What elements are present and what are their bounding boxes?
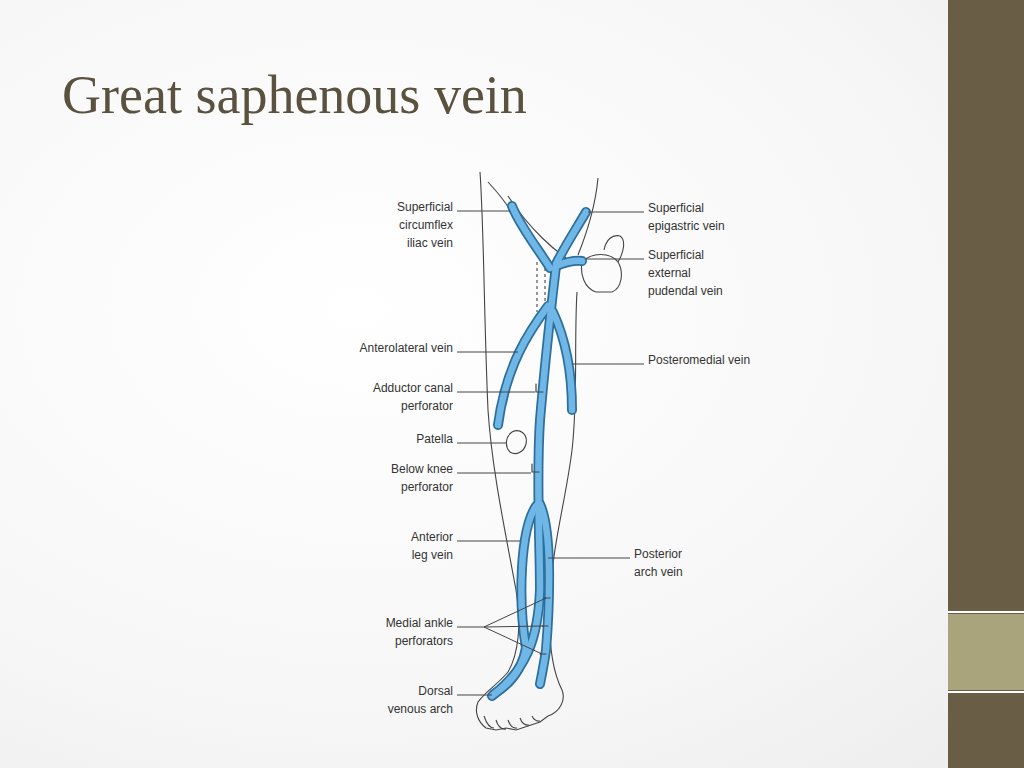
perforator (536, 384, 543, 392)
leader-line (457, 211, 510, 212)
leader-line (457, 541, 520, 542)
leg-outline (476, 172, 623, 730)
pudendal-vein (556, 261, 582, 266)
great-saphenous-trunk (492, 266, 556, 696)
side-bar-accent (948, 614, 1024, 690)
anatomy-label: Superficial epigastric vein (648, 199, 740, 235)
anatomy-label: Medial ankle perforators (377, 614, 453, 650)
leader-line (586, 259, 644, 260)
vein-network (492, 206, 586, 696)
leader-line (457, 352, 518, 353)
side-bar-divider (948, 691, 1024, 693)
circumflex-iliac-vein (512, 206, 550, 268)
anatomy-label: Below knee perforator (387, 460, 453, 496)
leader-line (457, 695, 492, 696)
leader-line (572, 364, 644, 365)
posteromedial-vein (553, 312, 572, 410)
leader-line (588, 212, 644, 213)
posterior-arch-vein (540, 504, 549, 684)
leader-line (548, 558, 630, 559)
pudendal-vein (556, 261, 582, 266)
anatomy-label: Posterior arch vein (634, 545, 696, 581)
leader-lines (457, 211, 644, 695)
anatomy-label: Anterior leg vein (401, 528, 453, 564)
genital-outline (582, 255, 622, 293)
genital-outline (604, 236, 624, 262)
anatomy-label: Dorsal venous arch (381, 682, 453, 718)
anterolateral-vein (498, 306, 548, 425)
leg-outline-lateral (478, 172, 519, 702)
leg-outline-medial (548, 292, 577, 716)
anatomy-label: Superficial external pudendal vein (648, 246, 730, 300)
femoral-vessel (536, 262, 537, 312)
perforator (532, 464, 539, 472)
circumflex-iliac-vein (512, 206, 550, 268)
side-bar (948, 0, 1024, 768)
vein-fill (492, 206, 586, 696)
leader-line (457, 598, 546, 654)
foot-outline (476, 702, 548, 730)
anatomy-label: Anterolateral vein (360, 339, 453, 357)
perforators (532, 384, 550, 654)
anterior-leg-vein (494, 506, 536, 694)
patella-outline (506, 431, 526, 454)
side-bar-divider (948, 611, 1024, 613)
leader-line (457, 392, 535, 393)
leader-line (457, 443, 506, 444)
vein-outline (492, 206, 586, 696)
anterior-leg-vein (494, 506, 536, 694)
anatomy-label: Posteromedial vein (648, 351, 750, 369)
slide-title: Great saphenous vein (62, 64, 527, 126)
leader-line (457, 473, 531, 474)
anatomy-label: Adductor canal perforator (357, 379, 453, 415)
anatomy-label: Superficial circumflex iliac vein (381, 198, 453, 252)
posteromedial-vein (553, 312, 572, 410)
great-saphenous-trunk (492, 266, 556, 696)
toes (484, 716, 540, 729)
epigastric-vein (556, 212, 586, 264)
anatomy-label: Patella (416, 430, 453, 448)
